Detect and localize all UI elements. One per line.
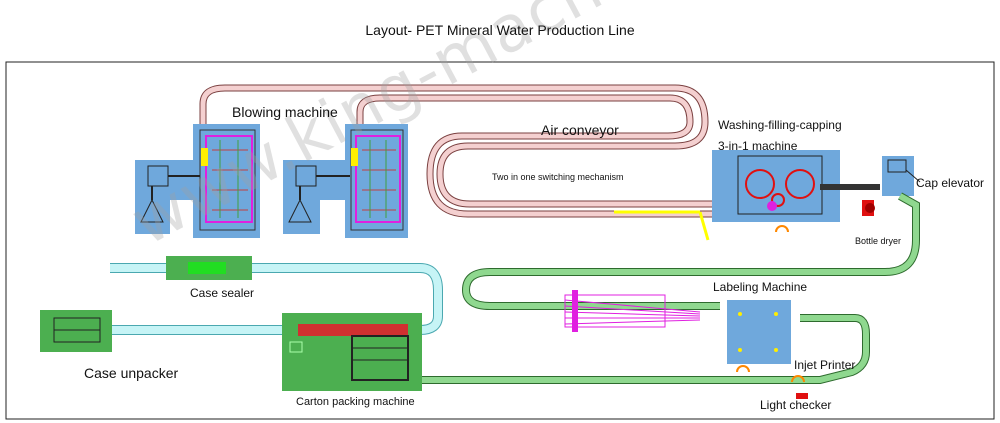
diagram-title: Layout- PET Mineral Water Production Lin… [365, 22, 635, 38]
layout-frame [5, 61, 995, 420]
labeling-zone [727, 300, 808, 399]
label-case-sealer: Case sealer [190, 286, 255, 300]
label-labeling-machine: Labeling Machine [713, 280, 808, 294]
case-sealer [166, 256, 252, 280]
label-injet-printer: Injet Printer [794, 358, 856, 372]
carton-packing-machine [282, 313, 422, 391]
label-case-unpacker: Case unpacker [84, 365, 179, 381]
label-air-conveyor: Air conveyor [541, 122, 619, 138]
case-conveyor [100, 263, 443, 335]
case-unpacker [40, 310, 112, 352]
bottle-conveyor [380, 192, 920, 384]
label-washing-filling-capping: Washing-filling-capping [718, 118, 842, 132]
label-light-checker: Light checker [760, 398, 832, 412]
label-3-in-1-machine: 3-in-1 machine [718, 139, 798, 153]
safety-guard-lines [614, 210, 710, 241]
cap-elevator [882, 156, 921, 196]
accumulation-lanes [564, 290, 701, 332]
air-conveyor [199, 84, 735, 218]
label-carton-packing-machine: Carton packing machine [296, 396, 415, 408]
blowing-machine-1 [135, 124, 260, 238]
washing-filling-capping-machine [712, 150, 880, 233]
label-cap-elevator: Cap elevator [916, 176, 985, 190]
label-switching-mechanism: Two in one switching mechanism [492, 172, 624, 182]
blowing-machine-2 [283, 124, 408, 238]
label-bottle-dryer: Bottle dryer [855, 236, 902, 246]
bottle-dryer [862, 200, 875, 216]
label-blowing-machine: Blowing machine [232, 104, 338, 120]
